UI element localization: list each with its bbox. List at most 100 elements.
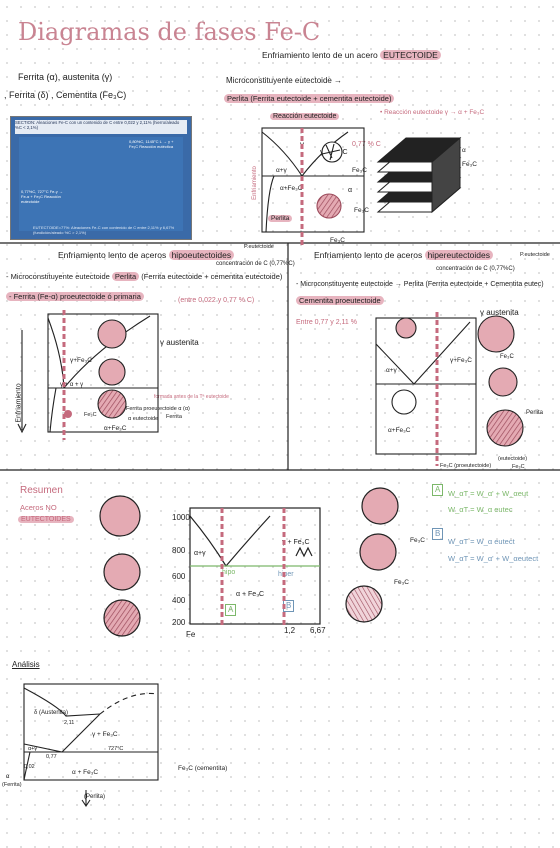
phases-line-1: Ferrita (α), austenita (γ) bbox=[18, 72, 113, 82]
ana-label-perlita: (Perlita) bbox=[84, 794, 106, 800]
ana-label-delta: δ (Austenita) bbox=[34, 710, 69, 716]
lamellae-label-fe3c: Fe₃C bbox=[462, 161, 477, 168]
hypo-ferrita-lbl: Ferrita bbox=[166, 414, 182, 420]
eutectoid-conc: 0,77 % C bbox=[352, 141, 381, 148]
ana-label-002: 0,02 bbox=[24, 764, 35, 770]
hyper-sub-top: P.eutectoide bbox=[520, 252, 550, 258]
ana-label-211: 2,11 bbox=[64, 720, 75, 726]
hypo-ferrita-text: - Ferrita (Fe-α) proeutectoide ó primari… bbox=[6, 292, 144, 301]
res-ytick-1000: 1000 bbox=[172, 513, 190, 522]
res-eq-B1: W_αT = W_α eutect bbox=[448, 537, 515, 546]
eutectoid-micro-result: Perlita (Ferrita eutectoide + cementita … bbox=[224, 94, 395, 104]
eutectoid-heading-text: Enfriamiento lento de un acero bbox=[262, 50, 378, 60]
res-eq-B2: W_αT = W_α' + W_αeutect bbox=[448, 554, 539, 563]
ana-label-ferrita: (Ferrita) bbox=[2, 782, 22, 788]
hyper-diagram bbox=[375, 312, 524, 466]
hyper-label-eutectoide: (eutectoide) bbox=[498, 456, 528, 462]
res-label-gf: γ + Fe₃C bbox=[282, 539, 310, 546]
eutectoid-heading: Enfriamiento lento de un acero EUTECTOID… bbox=[262, 50, 441, 60]
eutectoid-micro: Microconstituyente eutectoide → bbox=[226, 76, 343, 85]
hyper-cementita-text: Cementita proeutectoide bbox=[296, 296, 384, 305]
res-xlabel-fe: Fe bbox=[186, 630, 196, 639]
hypo-eutectoid: α eutectoide bbox=[128, 416, 159, 422]
ana-label-af: α + Fe₃C bbox=[72, 769, 99, 776]
hyper-label-fe3c: Fe₃C bbox=[500, 354, 514, 360]
res-ytick-800: 800 bbox=[172, 546, 186, 555]
hypo-heading-text: Enfriamiento lento de aceros bbox=[58, 250, 167, 260]
res-label-hiper: hiper bbox=[278, 571, 294, 578]
hypo-diagram bbox=[17, 310, 159, 440]
hyper-label-af: α+Fe₃C bbox=[388, 427, 411, 434]
resumen-title: Resumen bbox=[20, 485, 63, 496]
ana-label-077: 0,77 bbox=[46, 754, 57, 760]
hypo-sub-top: P.eutectoide bbox=[244, 244, 274, 250]
res-xlabel-12: 1,2 bbox=[284, 626, 296, 635]
photo-caption: SECTION: Aleaciones Fe-C con un contenid… bbox=[15, 120, 187, 134]
lamellae-label-alpha: α bbox=[462, 147, 466, 154]
eutectoid-tag: EUTECTOIDE bbox=[380, 50, 441, 60]
ana-label-gf: γ + Fe₃C bbox=[92, 731, 118, 738]
phases-line-2: , Ferrita (δ) , Cementita (Fe₃C) bbox=[4, 90, 127, 100]
eut-label-perlita-text: Perlita bbox=[268, 215, 293, 222]
hypo-micro-text: - Microconstituyente eutectoide bbox=[6, 272, 110, 281]
eut-label-fe3c-bottom: Fe₃C bbox=[330, 237, 345, 244]
lamellae-block bbox=[376, 136, 462, 214]
hyper-cementita: Cementita proeutectoide bbox=[296, 296, 384, 306]
hypo-micro-hl: Perlita bbox=[111, 272, 140, 281]
res-eq-A1: W_αT = W_α' + W_αeut bbox=[448, 489, 529, 498]
res-xlabel-667: 6,67 bbox=[310, 626, 326, 635]
hyper-heading: Enfriamiento lento de aceros hipereutect… bbox=[314, 250, 493, 260]
hyper-label-fe3c2: Fe₃C bbox=[512, 464, 525, 470]
hypo-heading: Enfriamiento lento de aceros hipoeutecto… bbox=[58, 250, 235, 260]
hypo-sub: concentración de C (0,77%C) bbox=[216, 261, 295, 267]
hypo-range: (entre 0,022 y 0,77 % C) bbox=[178, 297, 255, 304]
hyper-range: Entre 0,77 y 2,11 % bbox=[296, 319, 357, 326]
eut-label-alpha: α bbox=[348, 187, 353, 194]
res-label-hipo: hipo bbox=[222, 569, 236, 576]
analisis-title: Análisis bbox=[12, 660, 40, 669]
hypo-formada: formada antes de la Tª eutectoide bbox=[154, 394, 229, 400]
photo-bottom: EUTECTOIDE=77%: Aleaciones Fe-C con cont… bbox=[33, 225, 175, 235]
res-label-ag: α+γ bbox=[194, 550, 206, 557]
hyper-heading-text: Enfriamiento lento de aceros bbox=[314, 250, 423, 260]
hypo-label-af: α+Fe₃C bbox=[104, 425, 127, 432]
hypo-micro-rest: (Ferrita eutectoide + cementita eutectoi… bbox=[141, 272, 283, 281]
hypo-austenita: γ austenita bbox=[160, 338, 199, 347]
hypo-tag: hipoeutectoides bbox=[168, 250, 235, 260]
res-label-af: α + Fe₃C bbox=[236, 591, 265, 598]
resumen-tag2: EUTECTOIDES bbox=[18, 515, 74, 525]
res-eq-A2: W_αT = W_α eutec bbox=[448, 505, 513, 514]
hyper-sub: concentración de C (0,77%C) bbox=[436, 266, 515, 272]
resumen-tag1: Aceros NO bbox=[20, 503, 57, 512]
resumen-diagram bbox=[99, 487, 399, 637]
hyper-micro: - Microconstituyente eutectoide → Perlit… bbox=[296, 281, 544, 288]
photo-box1: 0,80%C, 1145°C L → γ + Fe₃C Reacción eut… bbox=[129, 139, 174, 149]
hyper-label-perlita: Perlita bbox=[526, 410, 544, 416]
hyper-austenita: γ austenita bbox=[480, 308, 519, 317]
eutectoid-micro-result-text: Perlita (Ferrita eutectoide + cementita … bbox=[224, 94, 395, 103]
hyper-tag: hipereutectoides bbox=[424, 250, 493, 260]
eut-label-af: α+Fe₃C bbox=[280, 185, 303, 192]
eut-label-perlita: Perlita bbox=[268, 214, 293, 224]
page-title: Diagramas de fases Fe-C bbox=[18, 18, 321, 46]
res-boxA: A bbox=[432, 484, 444, 496]
ana-label-ag: α+γ bbox=[28, 746, 38, 752]
ana-label-alpha: α bbox=[6, 774, 10, 780]
res-label-A: A bbox=[225, 604, 237, 616]
analisis-diagram bbox=[23, 683, 159, 807]
hypo-label-ag: γ + α + γ bbox=[60, 382, 84, 388]
eutectoid-reaction-note: • Reacción eutectoide γ → α + Fe₃C bbox=[380, 109, 485, 116]
eut-label-fe3c-right: Fe₃C bbox=[354, 207, 369, 214]
hyper-label-fe3c-pro: Fe₃C (proeutectoide) bbox=[440, 463, 492, 469]
hypo-micro: - Microconstituyente eutectoide Perlita … bbox=[6, 272, 282, 282]
reaction-label-text: Reacción eutectoide bbox=[270, 113, 340, 120]
textbook-photo: SECTION: Aleaciones Fe-C con un contenid… bbox=[10, 116, 192, 240]
res-boxB: B bbox=[432, 528, 444, 540]
hyper-label-gf: γ+Fe₃C bbox=[450, 357, 472, 364]
eutectoid-diagram bbox=[261, 127, 365, 248]
hypo-ferrita: - Ferrita (Fe-α) proeutectoide ó primari… bbox=[6, 292, 144, 302]
photo-inner bbox=[19, 137, 183, 231]
eut-label-ag: α+γ bbox=[276, 167, 287, 174]
reaction-label: Reacción eutectoide bbox=[270, 112, 340, 122]
